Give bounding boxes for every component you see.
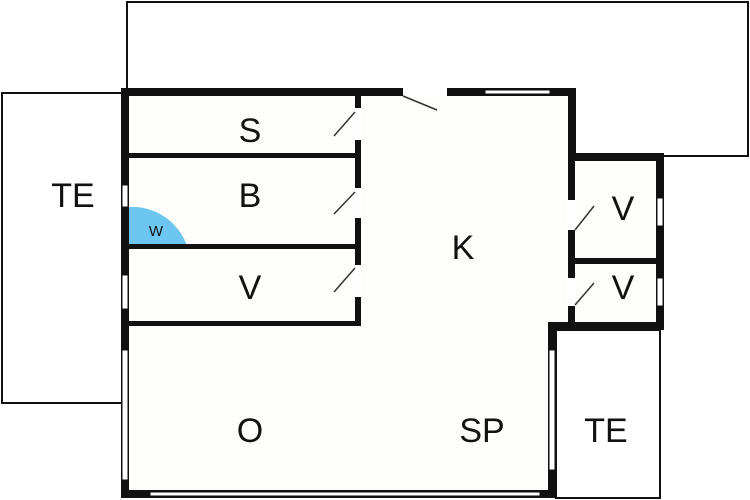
room-label-terrace-right: TE [584,412,627,450]
floor-area [125,92,660,494]
windows-and-door-gaps [121,87,664,497]
room-label-terrace-left: TE [51,177,94,215]
door-swings [333,95,595,306]
room-label-washer: W [149,223,164,240]
room-label-living: O [237,412,263,450]
room-label-bedroom-right-bottom: V [612,269,635,307]
room-label-bedroom-right-top: V [612,190,635,228]
room-label-dining: SP [459,412,504,450]
terrace-left-outline [1,92,125,404]
room-label-bedroom-left: V [239,269,262,307]
washer-zone [129,206,187,246]
room-label-bathroom: B [239,177,262,215]
room-label-storage: S [239,112,262,150]
room-label-kitchen: K [452,229,475,267]
